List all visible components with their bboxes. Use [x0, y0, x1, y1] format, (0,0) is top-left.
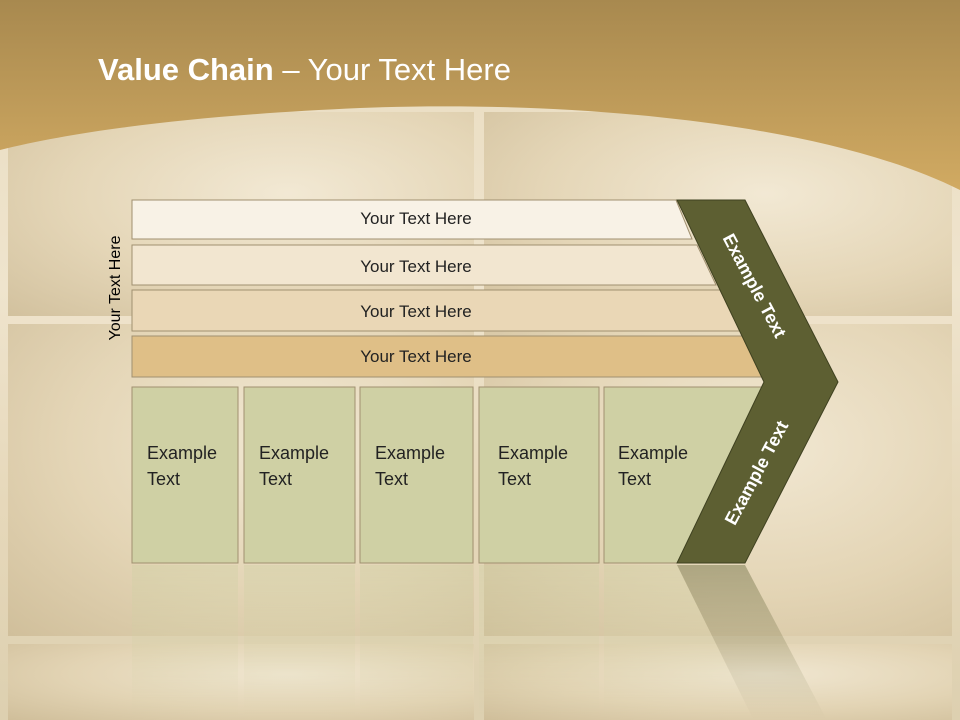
cell-label-5: Example Text — [618, 443, 689, 489]
cell-label-4: Example Text — [498, 443, 569, 489]
diagram-reflection — [132, 565, 827, 720]
row-label-3: Your Text Here — [360, 302, 472, 321]
row-label-1: Your Text Here — [360, 209, 472, 228]
photo-panel — [484, 644, 952, 720]
activity-cell-3 — [359, 386, 474, 564]
chevron-arrow — [676, 199, 839, 564]
cell-label-1: Example Text — [147, 443, 218, 489]
row-label-2: Your Text Here — [360, 257, 472, 276]
row-bar-1 — [131, 199, 693, 240]
activity-cell-4 — [478, 386, 600, 564]
title-rest: – Your Text Here — [273, 52, 511, 87]
row-bar-2 — [131, 244, 717, 286]
cell-label-2: Example Text — [259, 443, 330, 489]
photo-panel — [8, 644, 474, 720]
cell-label-3: Example Text — [375, 443, 446, 489]
activity-cell-1 — [131, 386, 239, 564]
row-label-4: Your Text Here — [360, 347, 472, 366]
slide-title: Value Chain – Your Text Here — [98, 52, 511, 88]
title-banner — [0, 0, 960, 190]
title-bold: Value Chain — [98, 52, 274, 87]
activity-cell-2 — [243, 386, 356, 564]
